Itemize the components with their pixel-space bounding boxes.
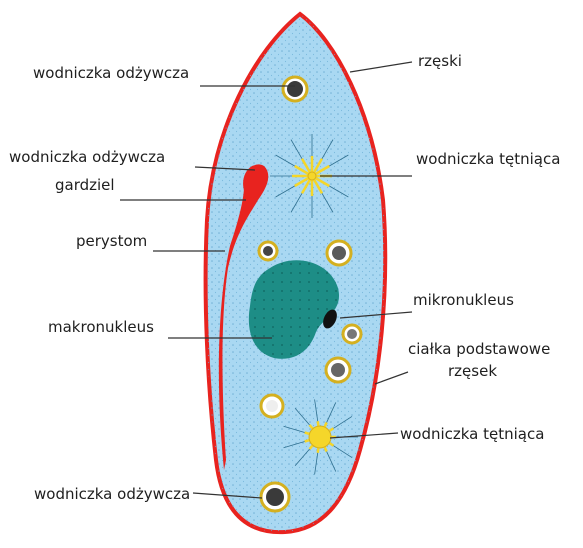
label-basal-bodies-line2: rzęsek: [448, 362, 497, 380]
label-micronucleus: mikronukleus: [413, 291, 514, 309]
label-food-vacuole-mid: wodniczka odżywcza: [9, 148, 165, 166]
label-peristome: perystom: [76, 232, 147, 250]
label-gullet: gardziel: [55, 176, 115, 194]
label-cilia: rzęski: [418, 52, 462, 70]
label-food-vacuole-top: wodniczka odżywcza: [33, 64, 189, 82]
label-basal-bodies-line1: ciałka podstawowe: [408, 340, 550, 358]
label-macronucleus: makronukleus: [48, 318, 154, 336]
label-contractile-vacuole-bottom: wodniczka tętniąca: [400, 425, 544, 443]
label-contractile-vacuole-top: wodniczka tętniąca: [416, 150, 560, 168]
label-food-vacuole-bottom: wodniczka odżywcza: [34, 485, 190, 503]
